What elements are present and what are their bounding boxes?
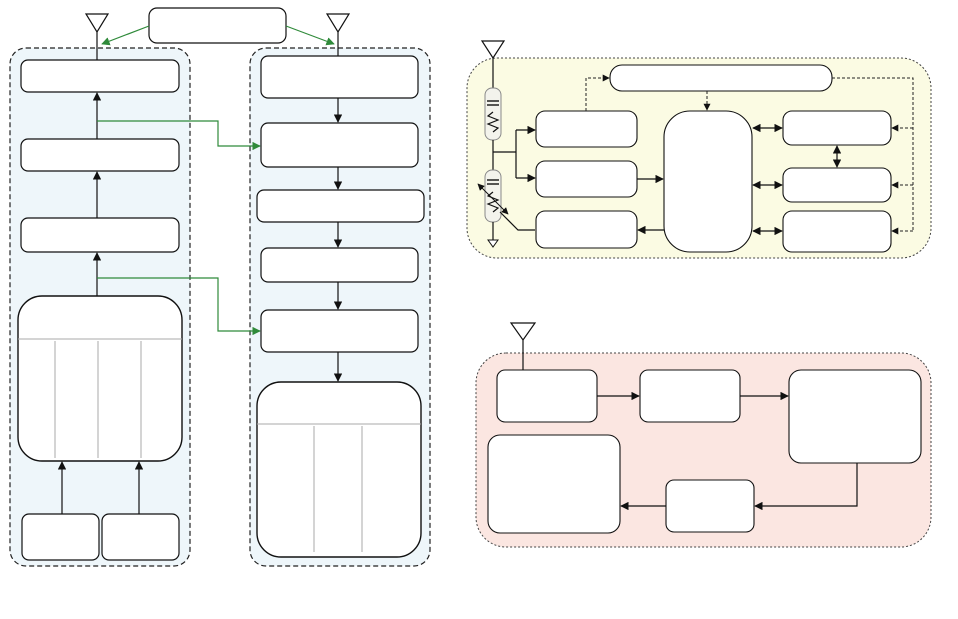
- arrow-p3-p4: [754, 463, 858, 511]
- pink-block-5: [487, 434, 621, 534]
- resistor-icon: [486, 111, 500, 133]
- yellow-block-right-1: [782, 110, 892, 146]
- line-from-yblock-3: [499, 211, 535, 231]
- yellow-center-block: [663, 110, 753, 253]
- left-block-2: [20, 138, 180, 172]
- green-arrow-to-left-antenna: [101, 25, 150, 46]
- green-arrow-lower: [97, 277, 261, 336]
- mid-block-1: [260, 55, 419, 99]
- mid-block-4: [260, 247, 419, 283]
- yellow-block-right-3: [782, 210, 892, 253]
- dashed-right-bus: [832, 77, 914, 231]
- antenna-icon: [509, 322, 537, 370]
- left-bottom-block-b: [101, 513, 180, 561]
- pink-block-1: [496, 369, 598, 423]
- mid-table-block: [256, 381, 422, 558]
- left-block-1: [20, 59, 180, 93]
- antenna-icon: [480, 40, 506, 88]
- yellow-block-right-2: [782, 167, 892, 203]
- mid-block-3: [256, 189, 425, 223]
- resistor-icon: [477, 183, 509, 215]
- left-block-3: [20, 217, 180, 253]
- yellow-block-left-3: [535, 210, 638, 249]
- yellow-block-left-2: [535, 160, 638, 198]
- yellow-top-bar: [609, 64, 833, 92]
- pink-block-4: [665, 479, 755, 533]
- mid-block-2: [260, 122, 419, 168]
- pink-block-3: [788, 369, 922, 464]
- capacitor-icon: [484, 87, 502, 141]
- ground-icon: [487, 239, 499, 248]
- antenna-icon: [84, 13, 110, 60]
- yellow-block-left-1: [535, 110, 638, 148]
- mid-block-5: [260, 309, 419, 353]
- antenna-icon: [325, 13, 351, 56]
- left-bottom-block-a: [21, 513, 100, 561]
- green-arrow-to-mid-antenna: [285, 25, 335, 46]
- dashed-yl1-topbar: [585, 74, 610, 111]
- pink-block-2: [639, 369, 741, 423]
- green-arrow-upper: [97, 120, 261, 151]
- top-shared-block: [148, 7, 287, 44]
- left-table-block: [17, 295, 183, 462]
